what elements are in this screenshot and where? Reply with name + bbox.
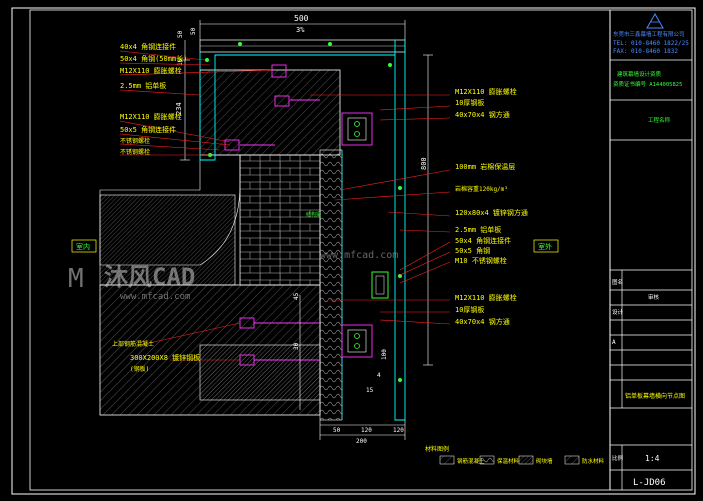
insulation-layer (319, 149, 343, 421)
dim-left-a: 16 (177, 58, 184, 66)
legend-swatch-concrete (439, 455, 455, 465)
tb-row-c: 设计 (612, 308, 624, 316)
tb-scale-label: 比例 (612, 454, 624, 462)
leader-lines (119, 50, 451, 361)
dim-left-b: 234 (175, 102, 183, 115)
label-left-bot-1: 上部钢筋混凝土 (112, 340, 154, 348)
label-right-12: 10厚钢板 (455, 305, 484, 314)
legend-swatch-insulation (479, 455, 495, 465)
label-mid-tag: 结构梁 (306, 211, 321, 218)
label-left-8: 不锈钢螺栓 (120, 148, 150, 156)
outer-frame (11, 7, 696, 495)
dimension-lines (180, 20, 433, 440)
tb-cert-label: 建筑幕墙设计资质 (617, 70, 662, 78)
steel-bracket-upper (341, 112, 373, 146)
tb-company: 东莞市三鑫幕墙工程有限公司 (613, 30, 685, 38)
indoor-tag: 室内 (76, 242, 90, 251)
steel-square-tube (371, 271, 389, 299)
label-right-5: 岩棉容重120kg/m³ (455, 185, 508, 193)
dim-low-15: 15 (366, 387, 374, 394)
inner-frame (29, 9, 693, 491)
dim-bot-120: 120 (361, 427, 372, 434)
aluminium-panel-top (199, 52, 395, 161)
watermark: M 沐风CAD www.mfcad.com www.mfcad.com (68, 250, 398, 302)
label-right-2: 10厚钢板 (455, 98, 484, 107)
brick-wall (239, 154, 321, 286)
watermark-url: www.mfcad.com (120, 292, 190, 302)
dim-top-b: 50 (177, 30, 184, 38)
dim-top-total: 500 (294, 14, 309, 23)
tb-scale: 1:4 (645, 454, 660, 463)
label-right-3: 40x70x4 钢方通 (455, 110, 510, 119)
dim-bot-200: 200 (356, 438, 367, 445)
steel-bracket-lower (341, 324, 373, 358)
label-left-2: 50x4 角钢(50mm长) (120, 54, 187, 63)
label-right-6: 120x80x4 镀锌钢方通 (455, 208, 528, 217)
label-left-1: 40x4 角钢连接件 (120, 42, 176, 51)
label-left-bot-3: (钢板) (130, 365, 149, 373)
label-right-13: 40x70x4 钢方通 (455, 317, 510, 326)
label-left-6: 50x5 角钢连接件 (120, 125, 176, 134)
label-right-9: 50x5 角钢 (455, 246, 490, 255)
label-right-8: 50x4 角钢连接件 (455, 236, 511, 245)
outdoor-tag: 室外 (538, 242, 552, 251)
label-left-3: M12X110 膨胀螺栓 (120, 66, 182, 75)
company-logo-icon (646, 12, 664, 29)
label-left-bot-2: 300X200X8 镀锌钢板 (130, 353, 200, 362)
label-right-11: M12X110 膨胀螺栓 (455, 293, 517, 302)
legend-title: 材料图例 (425, 445, 449, 453)
dim-right-height: 800 (420, 157, 428, 170)
anchor-bolts (224, 64, 320, 366)
tb-drawing-no: L-JD06 (633, 478, 666, 488)
tb-cert-no: 资质证书编号 A144005825 (613, 80, 682, 88)
legend-1: 钢筋混凝土 (457, 457, 485, 465)
dim-top-slope: 3% (296, 26, 305, 34)
legend-swatch-block (518, 455, 534, 465)
label-left-7: 不锈钢螺栓 (120, 137, 150, 145)
dim-mid-30: 30 (293, 342, 300, 350)
indoor-tag-box (71, 239, 97, 253)
tb-fax: FAX: 010-8460 1832 (613, 48, 678, 55)
dim-bot-50: 50 (333, 427, 341, 434)
outdoor-tag-box (533, 239, 559, 253)
label-right-10: M10 不锈钢螺栓 (455, 256, 507, 265)
top-slab (199, 69, 341, 156)
tb-row-a: 图名 (612, 278, 623, 286)
label-right-4: 100mm 岩棉保温层 (455, 162, 515, 171)
label-left-4: 2.5mm 铝单板 (120, 81, 166, 90)
legend-2: 保温材料 (497, 457, 520, 465)
tb-row-a-value: 审核 (648, 293, 660, 301)
title-block (610, 59, 692, 490)
tb-tel: TEL: 010-8460 1822/25 (613, 40, 689, 47)
label-left-5: M12X110 膨胀螺栓 (120, 112, 182, 121)
watermark-brand: 沐风CAD (104, 263, 195, 291)
dim-mid-100: 100 (381, 349, 388, 360)
dim-low-4: 4 (377, 372, 381, 379)
lower-slab-screed (199, 344, 321, 401)
label-right-7: 2.5mm 铝单板 (455, 225, 501, 234)
top-beam-left (99, 194, 236, 286)
dim-mid-45: 45 (293, 292, 300, 300)
tb-project-label: 工程名称 (648, 116, 671, 124)
legend-swatch-waterproof (564, 455, 580, 465)
dim-bot-120b: 120 (393, 427, 404, 434)
legend: 钢筋混凝土 保温材料 砌块墙 防水材料 (439, 455, 605, 465)
tb-row-d: A (612, 339, 616, 346)
label-right-1: M12X110 膨胀螺栓 (455, 87, 517, 96)
legend-3: 砌块墙 (536, 457, 553, 465)
legend-4: 防水材料 (582, 457, 605, 465)
dim-top-a: 50 (190, 27, 197, 35)
tb-drawing-title: 铝单板幕墙横向节点图 (625, 392, 685, 400)
watermark-url-right: www.mfcad.com (320, 250, 398, 261)
watermark-logo-icon: M (68, 264, 84, 294)
